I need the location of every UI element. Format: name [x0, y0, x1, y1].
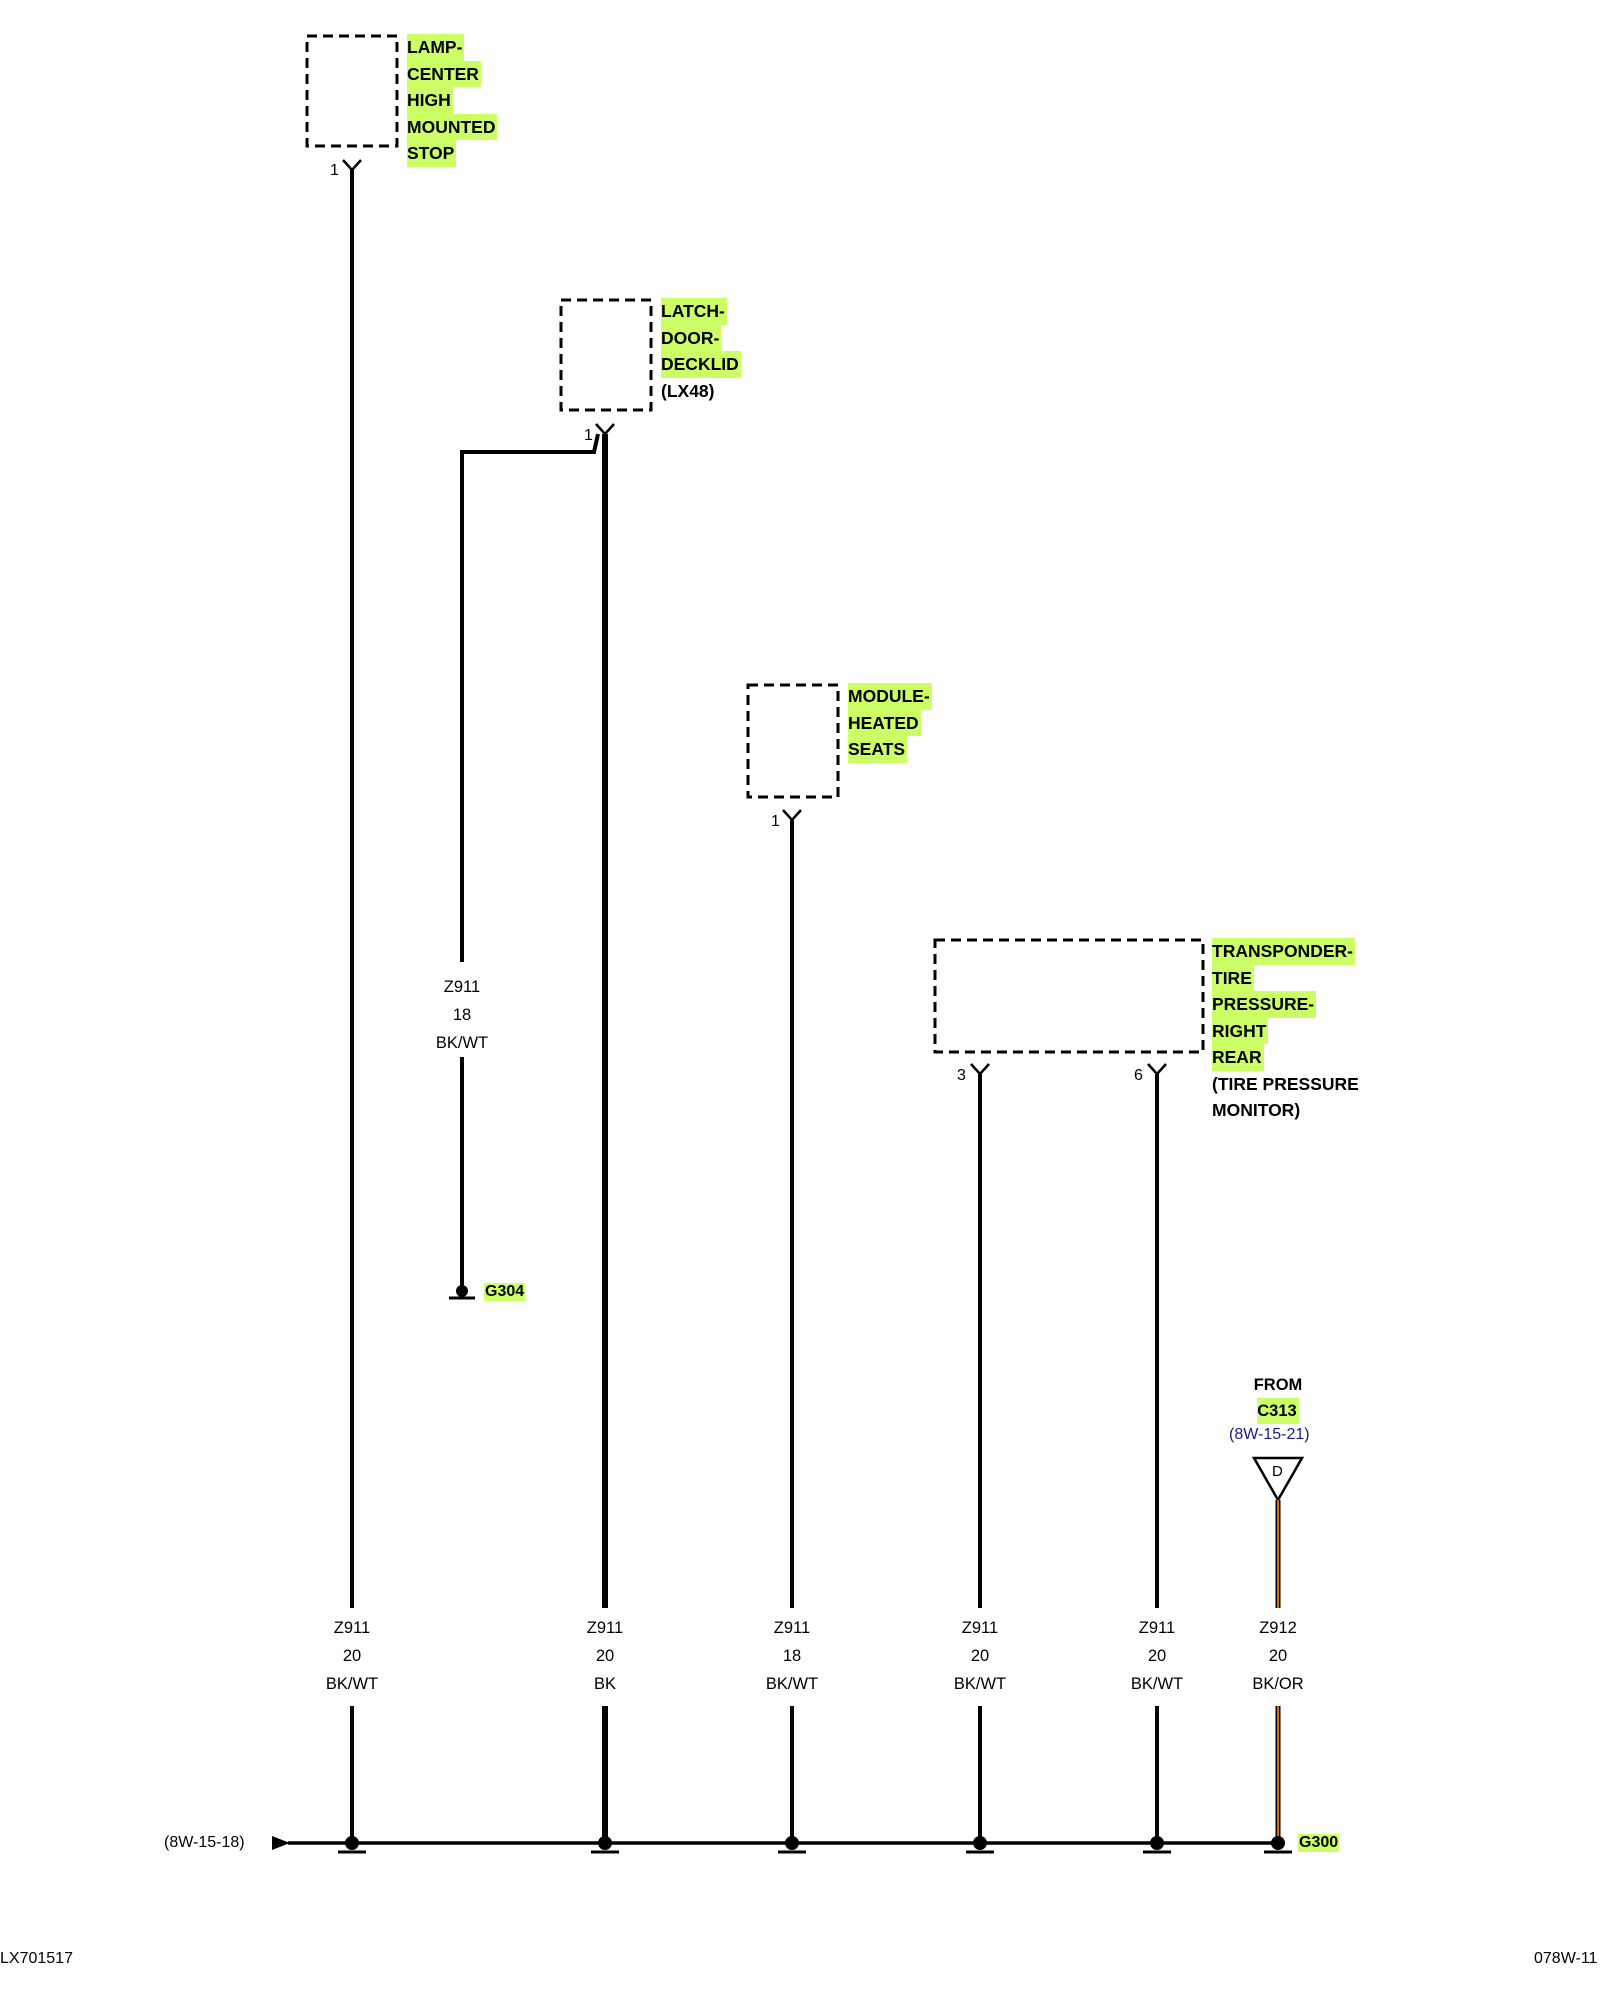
bus-arrow [272, 1836, 290, 1850]
bus-splice-5 [1143, 1836, 1171, 1854]
terminal-transponder-6 [1147, 1063, 1167, 1076]
bus-splice-3 [778, 1836, 806, 1854]
wire-label-6: Z912 20 BK/OR [1252, 1619, 1304, 1693]
transponder-label: TRANSPONDER- TIRE PRESSURE- RIGHT REAR (… [1212, 938, 1359, 1124]
bus-splice-2 [591, 1836, 619, 1854]
figure-id-left: LX701517 [0, 1950, 73, 1967]
terminal-module-1 [782, 809, 802, 822]
bus-splice-1 [338, 1836, 366, 1854]
wire-label-2: Z911 20 BK [586, 1619, 624, 1693]
latch-ground-branch [460, 433, 600, 962]
c313-cavity-letter: D [1272, 1463, 1283, 1480]
g304-splice-dot [456, 1285, 468, 1297]
g300-splice [1264, 1836, 1292, 1854]
c313-connector-triangle [1251, 1456, 1305, 1503]
lamp-chms-box [305, 34, 399, 148]
wire-label-4: Z911 20 BK/WT [953, 1619, 1007, 1693]
module-heated-seats-label: MODULE- HEATED SEATS [848, 683, 932, 763]
c313-page-ref-link[interactable]: (8W-15-21) [1229, 1426, 1310, 1443]
latch-decklid-box [559, 298, 653, 412]
wire-label-1: Z911 20 BK/WT [325, 1619, 379, 1693]
g304-label: G304 [484, 1283, 526, 1301]
wire-label-3: Z911 18 BK/WT [765, 1619, 819, 1693]
c313-connector-id: C313 [1257, 1398, 1299, 1424]
pin-latch-1: 1 [584, 427, 593, 444]
g300-label: G300 [1298, 1834, 1340, 1852]
wire-label-latch-branch: Z911 18 BK/WT [435, 978, 489, 1052]
lamp-chms-label: LAMP- CENTER HIGH MOUNTED STOP [407, 34, 498, 167]
terminal-transponder-3 [970, 1063, 990, 1076]
pin-transponder-3: 3 [957, 1067, 966, 1084]
figure-id-right: 078W-11 [1534, 1950, 1598, 1967]
terminal-latch-1 [595, 423, 615, 436]
bus-page-ref-link[interactable]: (8W-15-18) [164, 1834, 245, 1851]
bus-splice-4 [966, 1836, 994, 1854]
pin-transponder-6: 6 [1134, 1067, 1143, 1084]
transponder-box [933, 938, 1205, 1054]
latch-decklid-label: LATCH- DOOR- DECKLID (LX48) [661, 298, 741, 404]
pin-lamp-1: 1 [330, 162, 339, 179]
pin-module-1: 1 [771, 813, 780, 830]
module-heated-seats-box [746, 683, 840, 799]
wire-label-5: Z911 20 BK/WT [1130, 1619, 1184, 1693]
from-c313-label: FROM C313 [1208, 1372, 1348, 1424]
